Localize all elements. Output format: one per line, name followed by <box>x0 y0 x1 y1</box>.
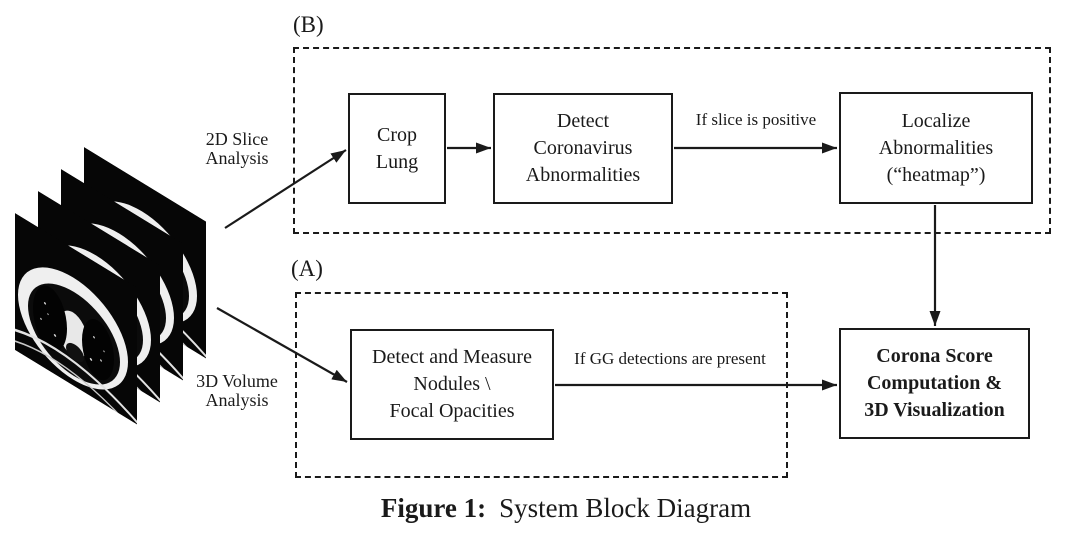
ct-slice-stack <box>15 147 206 425</box>
node-detect-coronavirus-abnormalities: Detect Coronavirus Abnormalities <box>493 93 673 204</box>
path-3d-volume-label: 3D Volume Analysis <box>188 372 286 410</box>
condition-slice-positive: If slice is positive <box>695 110 817 129</box>
region-a-label: (A) <box>291 256 323 281</box>
label-line: Lung <box>375 150 419 173</box>
figure-caption: Figure 1: System Block Diagram <box>51 491 1080 525</box>
node-localize-abnormalities: Localize Abnormalities (“heatmap”) <box>839 92 1033 204</box>
label-line: (“heatmap”) <box>886 163 986 186</box>
label-line: Localize <box>901 109 971 132</box>
node-crop-lung: Crop Lung <box>348 93 446 204</box>
label-line: Analysis <box>205 148 269 168</box>
region-b-label: (B) <box>293 12 324 37</box>
node-corona-score: Corona Score Computation & 3D Visualizat… <box>839 328 1030 439</box>
label-line: Detect <box>556 110 610 132</box>
label-line: Abnormalities <box>878 136 994 159</box>
label-line: Detect and Measure <box>372 346 532 368</box>
node-detect-measure-nodules: Detect and Measure Nodules \ Focal Opaci… <box>350 329 554 440</box>
label-line: Crop <box>377 123 417 146</box>
path-2d-slice-label: 2D Slice Analysis <box>191 130 283 168</box>
label-line: Corona Score <box>876 345 993 367</box>
label-line: Analysis <box>205 390 269 410</box>
label-line: 3D Volume <box>196 371 278 391</box>
condition-gg-present: If GG detections are present <box>574 349 766 368</box>
region-b-dashed-box <box>293 47 1051 234</box>
caption-prefix: Figure 1: <box>380 493 487 523</box>
label-line: Nodules \ <box>413 373 491 395</box>
caption-text: System Block Diagram <box>499 493 752 523</box>
label-line: Focal Opacities <box>389 400 515 422</box>
label-line: Coronavirus <box>533 137 633 159</box>
label-line: Computation & <box>866 372 1002 394</box>
label-line: 3D Visualization <box>864 399 1005 421</box>
label-line: 2D Slice <box>205 129 269 149</box>
label-line: Abnormalities <box>525 164 641 186</box>
